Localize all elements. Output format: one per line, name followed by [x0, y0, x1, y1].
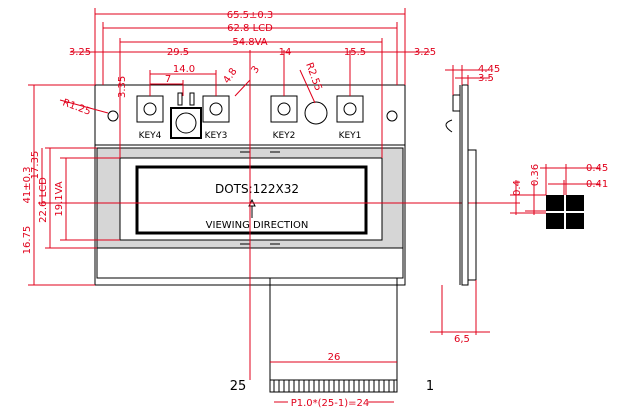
dim-va-label: 54.8VA	[232, 37, 267, 48]
dim-height-41-label: 41±0.3	[22, 166, 33, 203]
fpc-cable: 25 1 26 P1.0*(25-1)=24	[230, 278, 434, 408]
dim-key-14-label: 14.0	[173, 64, 195, 75]
fpc-pin-25-label: 25	[230, 379, 247, 394]
key-body	[270, 95, 298, 123]
key4: KEY4	[136, 95, 164, 141]
key-button	[209, 102, 223, 116]
dim-lcd-label: 62.8 LCD	[227, 23, 273, 34]
key-body	[136, 95, 164, 123]
buzzer-square	[170, 107, 202, 139]
dim-hole-dia-small-label: 3	[249, 64, 262, 76]
dim-right-margin-label: 3.25	[414, 47, 436, 58]
key-body	[202, 95, 230, 123]
key-body	[336, 95, 364, 123]
buzzer-pin	[177, 92, 183, 106]
dim-3-35-label: 3.35	[117, 76, 128, 98]
buzzer-pin	[189, 92, 195, 106]
dim-pitch-left-label: 29.5	[167, 47, 189, 58]
dim-17-35-label: 17.35	[30, 151, 41, 180]
fpc-pin-1-label: 1	[426, 379, 434, 394]
dim-key-7-label: 7	[165, 74, 171, 85]
side-view: 4.45 3.5 6,5	[430, 64, 500, 345]
dim-pixel-0-36-label: 0.36	[530, 164, 541, 186]
dim-pixel-0-4-label: 0.4	[512, 180, 523, 196]
buzzer-circle	[175, 112, 197, 134]
display-dots-label: DOTS:122X32	[215, 182, 299, 196]
viewing-direction-label: VIEWING DIRECTION	[206, 220, 309, 231]
fpc-pitch-bg	[288, 396, 368, 408]
left-dimensions: 41±0.3 22.6 LCD 19.1VA 17.35 16.75	[22, 84, 520, 286]
led-circle	[304, 101, 328, 125]
pixel-detail: 0.45 0.41 0.4 0.36	[510, 163, 608, 229]
dim-left-margin-label: 3.25	[69, 47, 91, 58]
dim-side-4-45-label: 4.45	[478, 64, 500, 75]
key3: KEY3	[202, 95, 230, 141]
key-button	[343, 102, 357, 116]
mounting-hole-left	[107, 110, 119, 122]
dim-pixel-0-41-label: 0.41	[586, 179, 608, 190]
key2: KEY2	[270, 95, 298, 141]
dim-overall-label: 65.5±0.3	[227, 10, 274, 21]
dim-side-3-5-label: 3.5	[478, 73, 494, 84]
dim-side-6-5-label: 6,5	[454, 334, 470, 345]
dim-hole-dia-label: 4.8	[221, 66, 239, 85]
fpc-width-label: 26	[328, 352, 341, 363]
key1-label: KEY1	[339, 131, 362, 141]
mounting-hole-right	[386, 110, 398, 122]
dim-pitch-right-label: 15.5	[344, 47, 366, 58]
dim-16-75-label: 16.75	[22, 226, 33, 255]
dim-pitch-mid-label: 14	[279, 47, 292, 58]
key2-label: KEY2	[273, 131, 296, 141]
dim-pixel-0-45-label: 0.45	[586, 163, 608, 174]
key3-label: KEY3	[205, 131, 228, 141]
dim-lcd-22-6-label: 22.6 LCD	[38, 177, 49, 223]
key-button	[277, 102, 291, 116]
viewing-area	[119, 157, 383, 241]
key-button	[143, 102, 157, 116]
dim-va-19-1-label: 19.1VA	[54, 181, 65, 216]
active-area	[135, 165, 368, 235]
dim-radius-r2-label: R2.55	[303, 61, 323, 92]
key4-label: KEY4	[139, 131, 162, 141]
key1: KEY1	[336, 95, 364, 141]
fpc-pitch-label: P1.0*(25-1)=24	[291, 398, 370, 408]
